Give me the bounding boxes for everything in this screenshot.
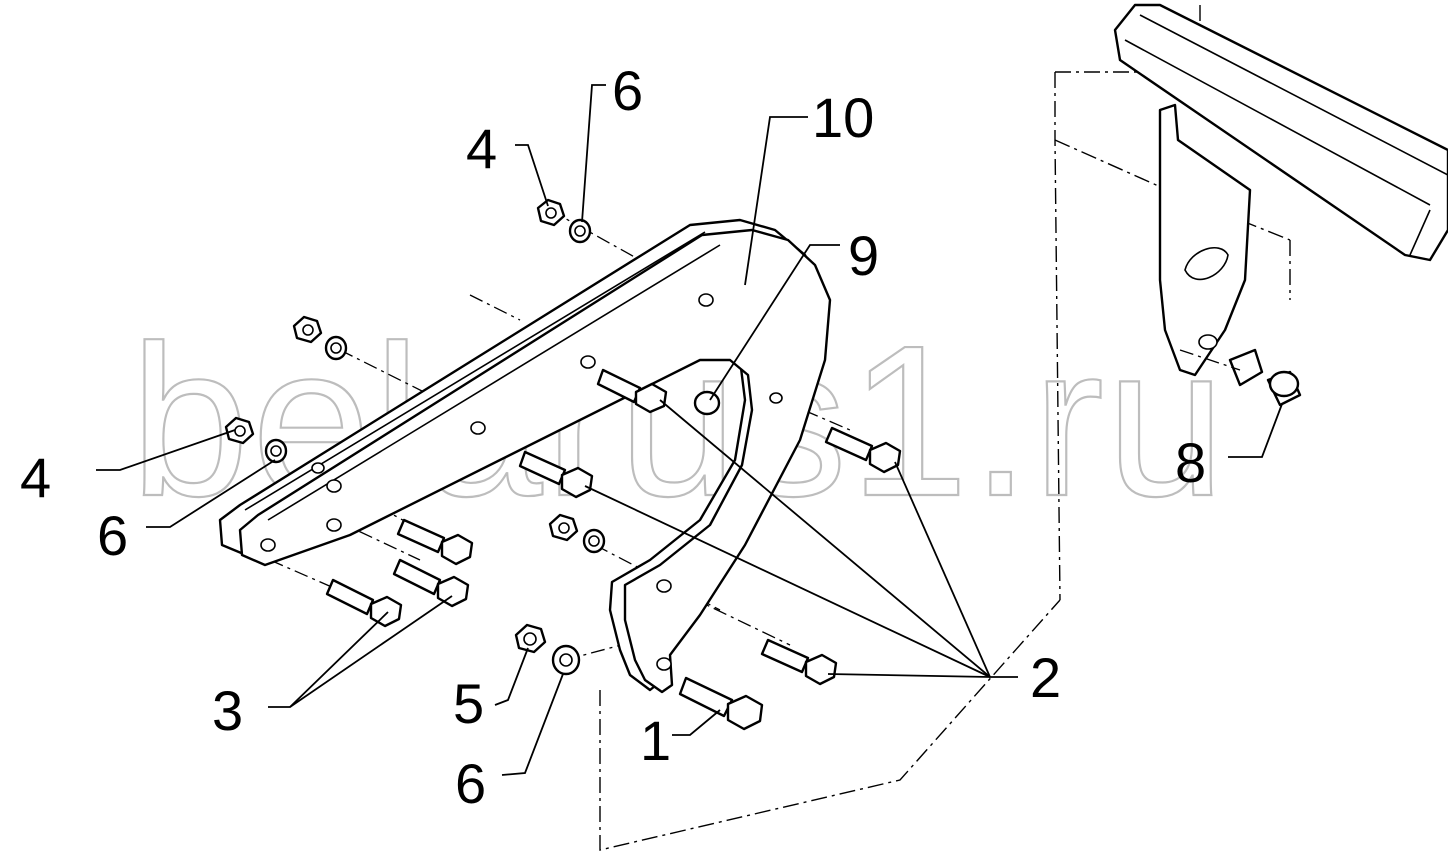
bolt-part-3-b bbox=[392, 558, 470, 608]
washer-part-6-left bbox=[264, 438, 288, 464]
callout-6-bottom: 6 bbox=[455, 752, 486, 815]
frame-rail bbox=[1113, 3, 1448, 262]
nut-part-5 bbox=[514, 623, 547, 654]
leader-lines bbox=[96, 84, 1283, 776]
triangular-frame-part-10 bbox=[218, 218, 832, 694]
callout-6-left: 6 bbox=[97, 504, 128, 567]
callout-5: 5 bbox=[453, 672, 484, 735]
nut-middle bbox=[548, 513, 579, 542]
callout-4-top: 4 bbox=[466, 117, 497, 180]
nut-part-4-left bbox=[224, 416, 255, 445]
callout-labels: 1 2 3 4 4 5 6 6 6 8 9 10 bbox=[20, 59, 1206, 815]
callout-4-left: 4 bbox=[20, 446, 51, 509]
callout-3: 3 bbox=[212, 679, 243, 742]
washer-left-upper bbox=[324, 335, 348, 361]
callout-8: 8 bbox=[1175, 431, 1206, 494]
pin-part-9 bbox=[693, 390, 721, 416]
callout-10: 10 bbox=[812, 86, 874, 149]
callout-6-top: 6 bbox=[612, 59, 643, 122]
washer-middle bbox=[582, 528, 606, 554]
bolt-part-3-c bbox=[325, 578, 403, 628]
bolts bbox=[325, 368, 902, 731]
bolt-part-3-a bbox=[396, 518, 474, 566]
callout-2: 2 bbox=[1030, 646, 1061, 709]
nut-left-upper bbox=[292, 315, 323, 344]
nuts-washers bbox=[224, 198, 606, 676]
frame-bracket bbox=[1158, 103, 1252, 377]
washer-part-6-top bbox=[568, 218, 592, 244]
nut-part-4-top bbox=[536, 198, 566, 227]
callout-1: 1 bbox=[640, 709, 671, 772]
bolt-part-2-b bbox=[518, 450, 594, 499]
bolt-part-1 bbox=[678, 676, 764, 731]
washer-part-6-bottom bbox=[551, 644, 581, 676]
bolt-part-2-d bbox=[760, 638, 838, 686]
bushing-part-8 bbox=[1228, 348, 1302, 407]
callout-9: 9 bbox=[848, 224, 879, 287]
bolt-part-2-a bbox=[596, 368, 668, 414]
bolt-part-2-c bbox=[824, 426, 902, 474]
